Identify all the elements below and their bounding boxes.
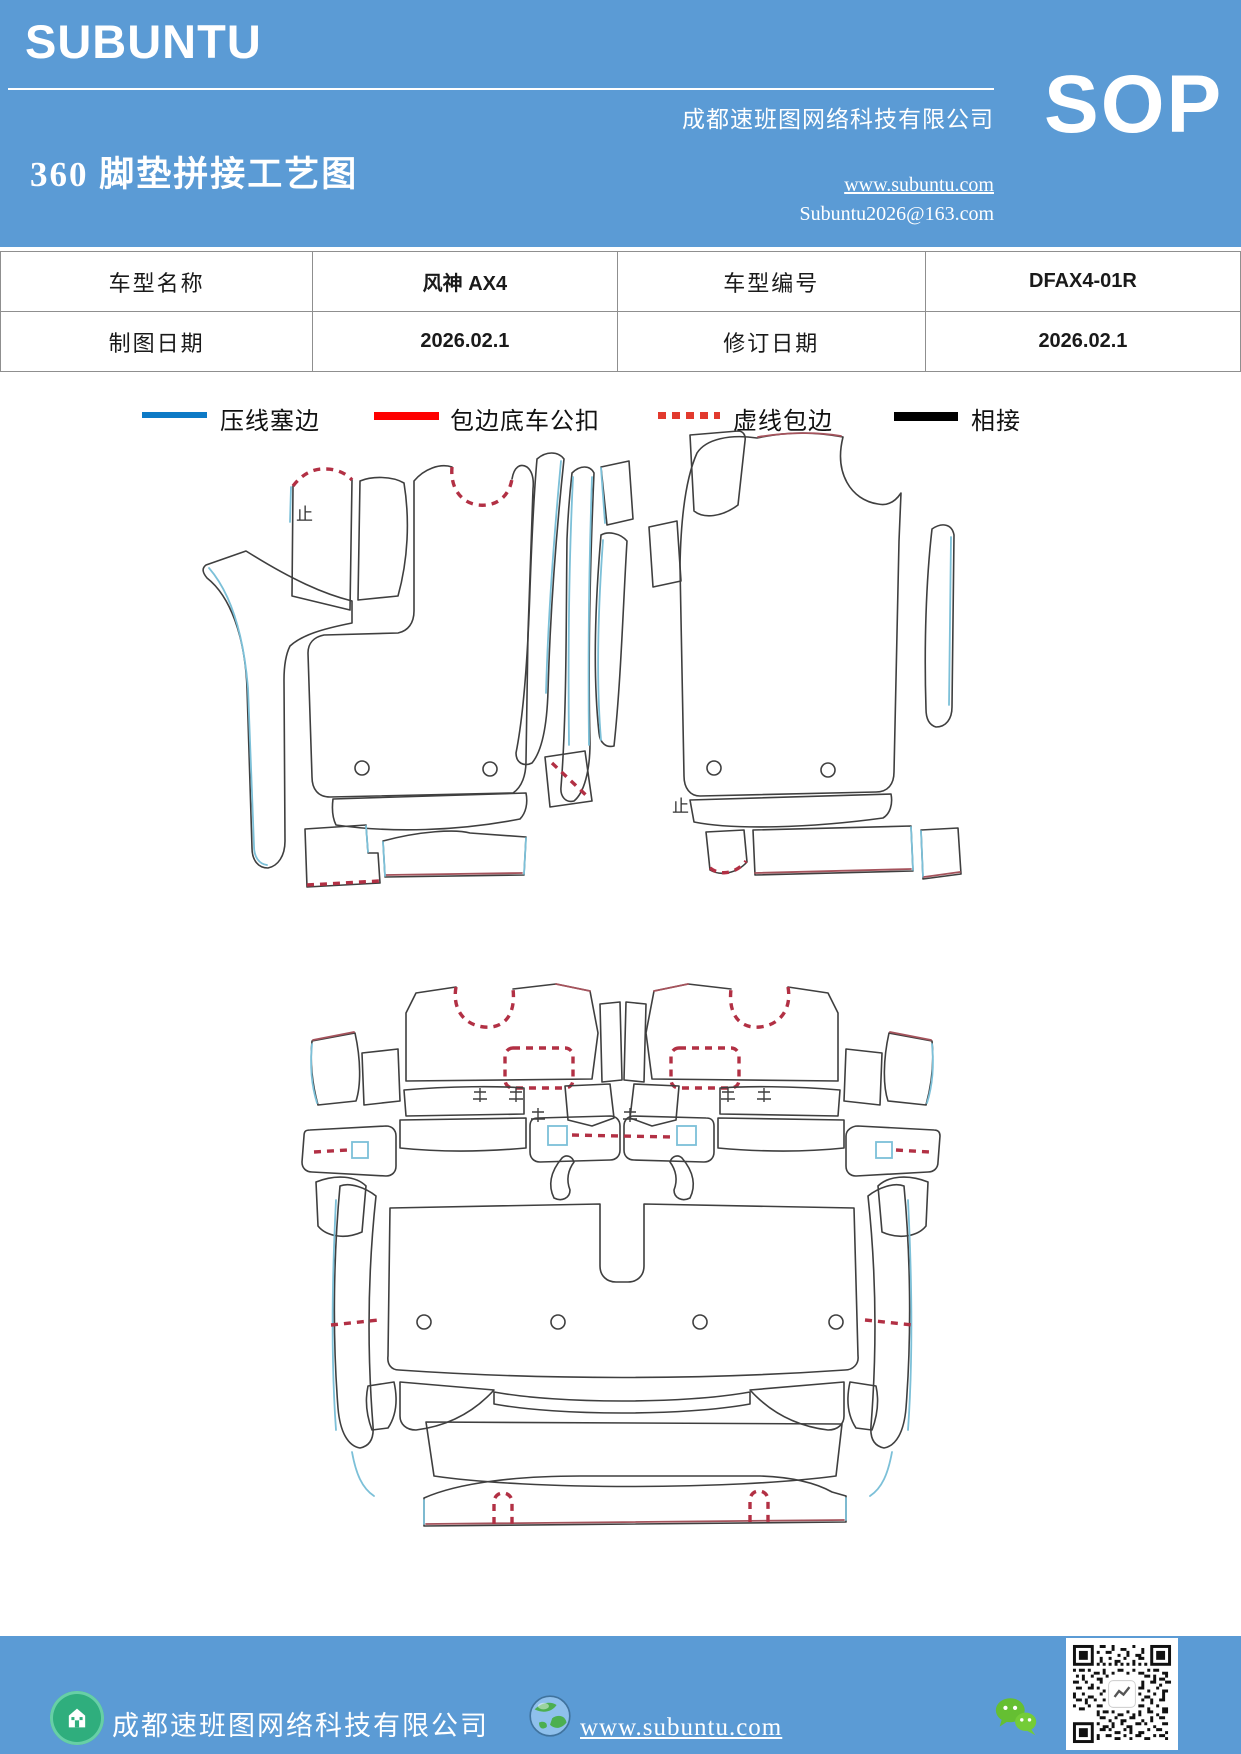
mat-hole [482, 761, 498, 777]
website-link[interactable]: www.subuntu.com [844, 174, 994, 196]
model-code-value: DFAX4-01R [924, 251, 1241, 312]
model-name-label: 车型名称 [0, 251, 314, 312]
passenger-side-group: 止 [594, 430, 962, 880]
company-name: 成都速班图网络科技有限公司 [682, 107, 994, 132]
model-name-value: 风神 AX4 [312, 251, 618, 312]
legend-label-blue: 压线塞边 [220, 409, 320, 435]
line-legend: 压线塞边 包边底车公扣 虚线包边 相接 [0, 398, 1241, 438]
buckle-slot [351, 1141, 369, 1159]
driver-side-group: 止 [202, 452, 595, 888]
globe-icon [528, 1694, 572, 1743]
legend-line-black [894, 412, 958, 421]
legend-label-red: 包边底车公扣 [450, 409, 600, 435]
mat-hole [820, 762, 836, 778]
legend-line-blue [142, 412, 207, 418]
table-row: 制图日期 2026.02.1 修订日期 2026.02.1 [0, 311, 1241, 372]
footer: 成都速班图网络科技有限公司 www.subuntu.com [0, 1636, 1241, 1754]
header-contact-block: 成都速班图网络科技有限公司 www.subuntu.com Subuntu202… [682, 100, 994, 226]
mat-hole [692, 1314, 708, 1330]
company-icon [50, 1691, 104, 1745]
mat-hole [828, 1314, 844, 1330]
header: SUBUNTU 360 脚垫拼接工艺图 成都速班图网络科技有限公司 www.su… [0, 0, 1241, 247]
model-code-label: 车型编号 [616, 251, 926, 312]
building-icon [68, 1708, 86, 1728]
email-text[interactable]: Subuntu2026@163.com [799, 203, 994, 225]
table-row: 车型名称 风神 AX4 车型编号 DFAX4-01R [0, 251, 1241, 312]
draw-date-label: 制图日期 [0, 311, 314, 372]
mat-hole [416, 1314, 432, 1330]
stop-mark: 止 [296, 505, 313, 524]
revise-date-label: 修订日期 [616, 311, 926, 372]
draw-date-value: 2026.02.1 [312, 311, 618, 372]
buckle-slot [547, 1125, 568, 1146]
legend-line-red [374, 412, 439, 420]
process-diagram: 止 [0, 400, 1241, 1560]
footer-company-name: 成都速班图网络科技有限公司 [112, 1711, 489, 1741]
revise-date-value: 2026.02.1 [924, 311, 1241, 372]
mat-hole [706, 760, 722, 776]
buckle-slot [676, 1125, 697, 1146]
header-divider [8, 88, 994, 90]
footer-website-link[interactable]: www.subuntu.com [580, 1714, 783, 1741]
mat-hole [354, 760, 370, 776]
mat-hole [550, 1314, 566, 1330]
page-title: 360 脚垫拼接工艺图 [30, 155, 359, 194]
brand-logo: SUBUNTU [25, 15, 262, 68]
qr-code [1066, 1638, 1178, 1750]
legend-line-dashed [658, 412, 720, 419]
buckle-slot [875, 1141, 893, 1159]
sop-badge: SOP [1044, 59, 1224, 150]
vehicle-info-table: 车型名称 风神 AX4 车型编号 DFAX4-01R 制图日期 2026.02.… [0, 251, 1241, 372]
rear-mat-group [301, 983, 941, 1527]
wechat-icon [992, 1692, 1042, 1747]
anchor-mark [473, 1088, 771, 1122]
legend-label-black: 相接 [971, 409, 1021, 435]
legend-label-dashed: 虚线包边 [733, 409, 833, 435]
stop-mark: 止 [672, 797, 689, 816]
